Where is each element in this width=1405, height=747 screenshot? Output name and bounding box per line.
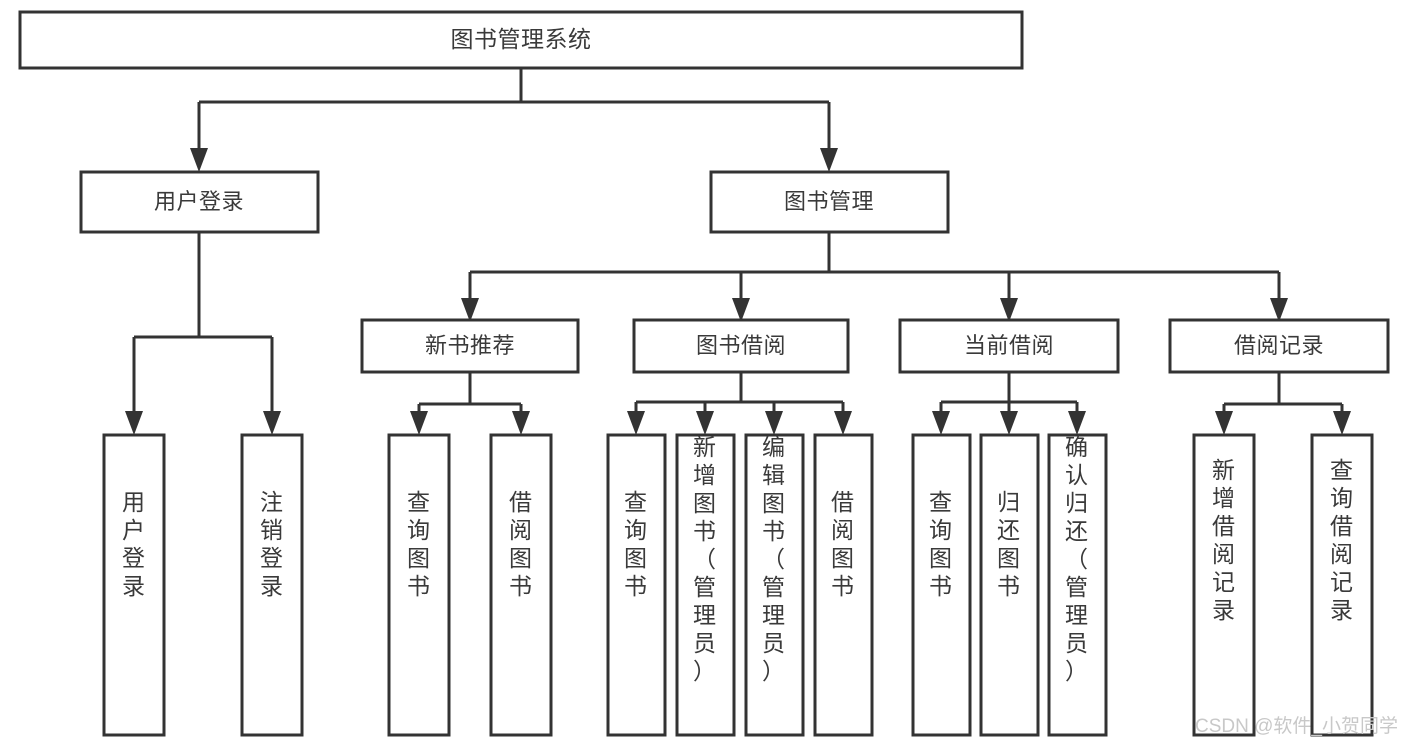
leaf-node[interactable]: 确认归还（管理员） xyxy=(1047,433,1108,737)
leaf-box xyxy=(813,433,874,737)
leaf-node[interactable]: 查询借阅记录 xyxy=(1310,433,1374,737)
node-book-management[interactable]: 图书管理 xyxy=(709,170,950,234)
node-current-borrow-label: 当前借阅 xyxy=(964,333,1054,358)
arrow-head-user-login xyxy=(190,148,208,172)
leaf-box xyxy=(102,433,166,737)
node-root-book-management-system[interactable]: 图书管理系统 xyxy=(18,10,1024,70)
node-borrow-record-box xyxy=(1168,318,1390,374)
node-book-borrow-label: 图书借阅 xyxy=(696,333,786,358)
connector-book-manage-to-level2 xyxy=(461,232,1288,322)
leaf-node[interactable]: 借阅图书 xyxy=(489,433,553,737)
leaf-node[interactable]: 新增图书（管理员） xyxy=(675,433,736,737)
leaf-node[interactable]: 借阅图书 xyxy=(813,433,874,737)
arrow-head-l2-0 xyxy=(461,298,479,322)
arrow-head-ul-0 xyxy=(125,411,143,435)
leaf-node[interactable]: 归还图书 xyxy=(979,433,1040,737)
leaf-node[interactable]: 编辑图书（管理员） xyxy=(744,433,805,737)
connector-root-to-level1 xyxy=(190,68,838,172)
arrow-head-book-manage xyxy=(820,148,838,172)
arrow-head-bb-0 xyxy=(627,411,645,435)
arrow-head-bb-2 xyxy=(765,411,783,435)
leaf-node[interactable]: 用户登录 xyxy=(102,433,166,737)
node-user-login[interactable]: 用户登录 xyxy=(79,170,320,234)
leaf-node[interactable]: 注销登录 xyxy=(240,433,304,737)
arrow-head-br-1 xyxy=(1333,411,1351,435)
node-new-book-recommend[interactable]: 新书推荐 xyxy=(360,318,580,374)
node-user-login-box xyxy=(79,170,320,234)
leaf-box xyxy=(606,433,667,737)
connector-borrow-record-to-leaves xyxy=(1215,372,1351,435)
node-current-borrow[interactable]: 当前借阅 xyxy=(898,318,1120,374)
node-borrow-record[interactable]: 借阅记录 xyxy=(1168,318,1390,374)
leaf-node[interactable]: 查询图书 xyxy=(911,433,972,737)
leaf-label-vertical: 用户登录 xyxy=(122,489,146,599)
arrow-head-cb-2 xyxy=(1068,411,1086,435)
leaf-label-vertical: 查询借阅记录 xyxy=(1330,457,1354,623)
leaf-box xyxy=(675,433,736,737)
node-root-label: 图书管理系统 xyxy=(451,26,592,52)
leaf-label-vertical: 查询图书 xyxy=(624,489,648,599)
arrow-head-cb-1 xyxy=(1000,411,1018,435)
leaf-node[interactable]: 新增借阅记录 xyxy=(1192,433,1256,737)
leaf-label-vertical: 编辑图书（管理员） xyxy=(762,434,786,684)
arrow-head-bb-1 xyxy=(696,411,714,435)
node-book-borrow-box xyxy=(632,318,850,374)
leaf-label-vertical: 查询图书 xyxy=(407,489,431,599)
leaf-box xyxy=(1310,433,1374,737)
arrow-head-l2-3 xyxy=(1270,298,1288,322)
leaf-label-vertical: 借阅图书 xyxy=(831,489,855,599)
connector-user-login-to-leaves xyxy=(125,232,281,435)
leaf-node[interactable]: 查询图书 xyxy=(606,433,667,737)
csdn-watermark: CSDN @软件_小贺同学 xyxy=(1195,715,1398,737)
leaf-label-vertical: 新增借阅记录 xyxy=(1212,457,1236,623)
node-new-book-recommend-label: 新书推荐 xyxy=(425,333,515,358)
leaf-box xyxy=(979,433,1040,737)
leaf-label-vertical: 注销登录 xyxy=(260,489,284,599)
arrow-head-nb-1 xyxy=(512,411,530,435)
arrow-head-cb-0 xyxy=(932,411,950,435)
connector-book-borrow-to-leaves xyxy=(627,372,852,435)
leaf-box xyxy=(1047,433,1108,737)
arrow-head-l2-2 xyxy=(1000,298,1018,322)
node-root-box xyxy=(18,10,1024,70)
leaf-box xyxy=(744,433,805,737)
leaf-box xyxy=(240,433,304,737)
leaf-label-vertical: 新增图书（管理员） xyxy=(693,434,717,684)
leaf-box xyxy=(911,433,972,737)
leaf-label-vertical: 归还图书 xyxy=(997,489,1021,599)
leaf-box xyxy=(387,433,451,737)
arrow-head-bb-3 xyxy=(834,411,852,435)
arrow-head-l2-1 xyxy=(732,298,750,322)
connector-current-borrow-to-leaves xyxy=(932,372,1086,435)
leaf-box xyxy=(489,433,553,737)
node-borrow-record-label: 借阅记录 xyxy=(1234,333,1324,358)
leaf-node[interactable]: 查询图书 xyxy=(387,433,451,737)
node-book-management-box xyxy=(709,170,950,234)
leaf-label-vertical: 确认归还（管理员） xyxy=(1065,434,1089,684)
node-user-login-label: 用户登录 xyxy=(154,189,244,214)
node-book-borrow[interactable]: 图书借阅 xyxy=(632,318,850,374)
leaf-label-vertical: 借阅图书 xyxy=(509,489,533,599)
leaf-box xyxy=(1192,433,1256,737)
connector-new-book-to-leaves xyxy=(410,372,530,435)
arrow-head-nb-0 xyxy=(410,411,428,435)
arrow-head-ul-1 xyxy=(263,411,281,435)
node-book-management-label: 图书管理 xyxy=(784,189,874,214)
arrow-head-br-0 xyxy=(1215,411,1233,435)
leaf-label-vertical: 查询图书 xyxy=(929,489,953,599)
node-current-borrow-box xyxy=(898,318,1120,374)
node-new-book-recommend-box xyxy=(360,318,580,374)
